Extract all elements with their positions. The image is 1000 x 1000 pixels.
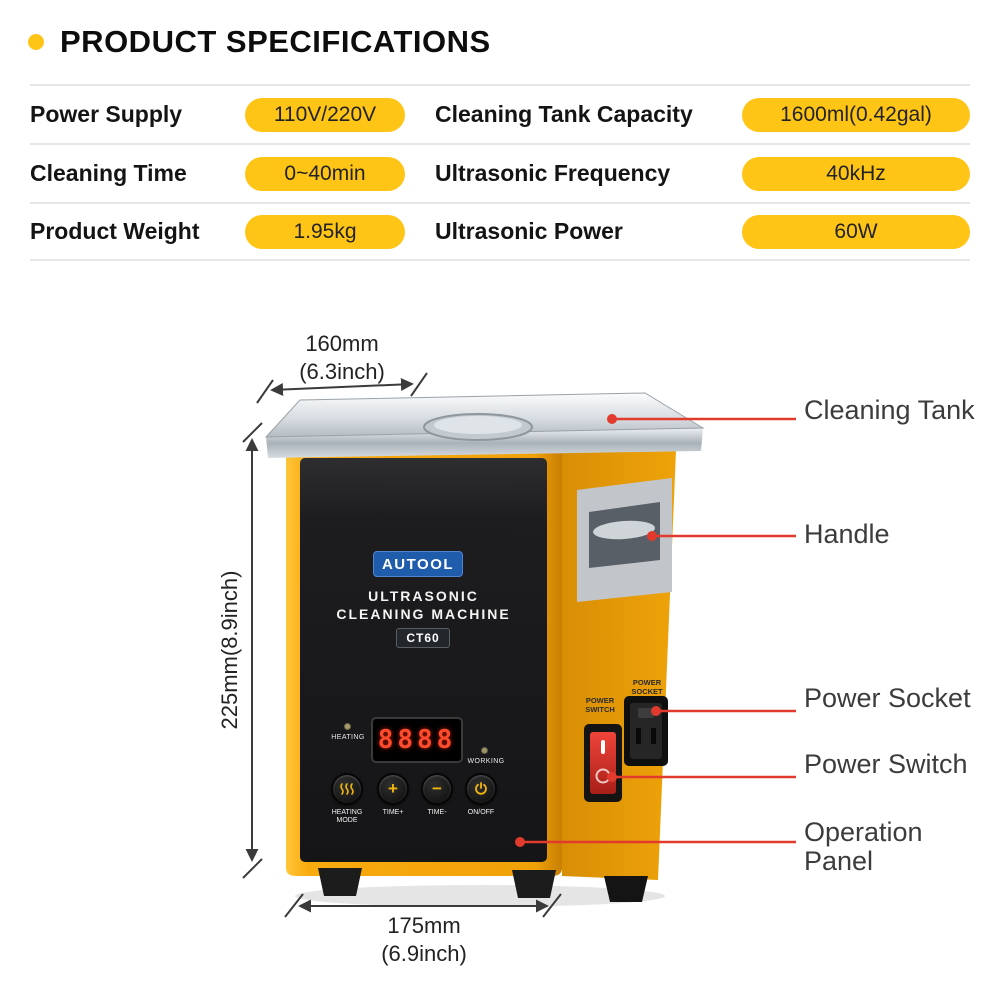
spec-row: Cleaning Time 0~40min Ultrasonic Frequen… bbox=[30, 143, 970, 202]
dimension-unit: (6.9inch) bbox=[381, 940, 467, 966]
spec-label: Ultrasonic Frequency bbox=[435, 160, 671, 186]
on-off-button[interactable] bbox=[465, 773, 497, 805]
spec-row: Product Weight 1.95kg Ultrasonic Power 6… bbox=[30, 202, 970, 261]
heater-icon bbox=[340, 783, 354, 795]
brand-logo: AUTOOL bbox=[373, 551, 463, 577]
spec-label: Cleaning Time bbox=[30, 160, 187, 186]
dimension-left-height: 225mm(8.9inch) bbox=[217, 570, 242, 730]
time-minus-button[interactable]: − bbox=[421, 773, 453, 805]
spec-label: Cleaning Tank Capacity bbox=[435, 101, 693, 127]
dimension-top-width: 160mm (6.3inch) bbox=[262, 330, 422, 385]
spec-row: Power Supply 110V/220V Cleaning Tank Cap… bbox=[30, 84, 970, 143]
product-name-line1: ULTRASONIC bbox=[368, 588, 479, 604]
minus-icon: − bbox=[432, 779, 442, 798]
plus-icon: + bbox=[388, 779, 398, 798]
callout-cleaning-tank: Cleaning Tank bbox=[804, 395, 975, 425]
heating-mode-knob[interactable] bbox=[331, 773, 363, 805]
power-socket[interactable] bbox=[624, 696, 668, 766]
working-label: WORKING bbox=[467, 758, 505, 765]
dimension-bottom-width: 175mm (6.9inch) bbox=[344, 912, 504, 967]
model-badge: CT60 bbox=[396, 628, 450, 648]
heating-led bbox=[344, 723, 351, 730]
product-name-line2: CLEANING MACHINE bbox=[336, 606, 511, 622]
callout-operation-panel: Operation Panel bbox=[804, 817, 923, 877]
spec-label: Product Weight bbox=[30, 218, 200, 244]
dimension-value: 175mm bbox=[387, 913, 461, 938]
spec-value-pill: 110V/220V bbox=[245, 97, 405, 132]
spec-value-pill: 0~40min bbox=[245, 156, 405, 191]
machine-illustration bbox=[264, 392, 705, 907]
front-operation-panel bbox=[300, 458, 547, 862]
side-handle bbox=[577, 478, 672, 602]
power-switch[interactable] bbox=[584, 724, 622, 802]
header: PRODUCT SPECIFICATIONS bbox=[28, 24, 491, 60]
dimension-unit: (6.3inch) bbox=[299, 358, 385, 384]
heating-label: HEATING bbox=[331, 734, 365, 741]
spec-value-pill: 60W bbox=[742, 214, 970, 249]
callout-power-switch: Power Switch bbox=[804, 749, 968, 779]
power-switch-label: POWER SWITCH bbox=[585, 696, 615, 714]
time-plus-button[interactable]: + bbox=[377, 773, 409, 805]
callout-power-socket: Power Socket bbox=[804, 683, 971, 713]
knob-label: TIME+ bbox=[382, 809, 404, 816]
spec-label: Ultrasonic Power bbox=[435, 218, 623, 244]
page-title: PRODUCT SPECIFICATIONS bbox=[60, 24, 491, 59]
knob-label: TIME- bbox=[427, 809, 447, 816]
bullet-ring-icon bbox=[28, 34, 44, 50]
spec-label: Power Supply bbox=[30, 101, 183, 127]
cleaning-tank-lid bbox=[264, 392, 705, 458]
spec-table: Power Supply 110V/220V Cleaning Tank Cap… bbox=[30, 84, 970, 261]
callout-handle: Handle bbox=[804, 519, 890, 549]
working-led bbox=[481, 747, 488, 754]
power-socket-label: POWER SOCKET bbox=[631, 678, 663, 696]
knob-label: ON/OFF bbox=[467, 809, 495, 816]
dimension-value: 160mm bbox=[305, 331, 379, 356]
spec-value-pill: 40kHz bbox=[742, 156, 970, 191]
spec-value-pill: 1.95kg bbox=[245, 214, 405, 249]
knob-label: HEATING MODE bbox=[331, 809, 363, 825]
power-icon bbox=[475, 782, 487, 795]
digital-display: 8888 bbox=[371, 717, 463, 763]
machine-feet bbox=[318, 868, 648, 902]
spec-value-pill: 1600ml(0.42gal) bbox=[742, 97, 970, 132]
